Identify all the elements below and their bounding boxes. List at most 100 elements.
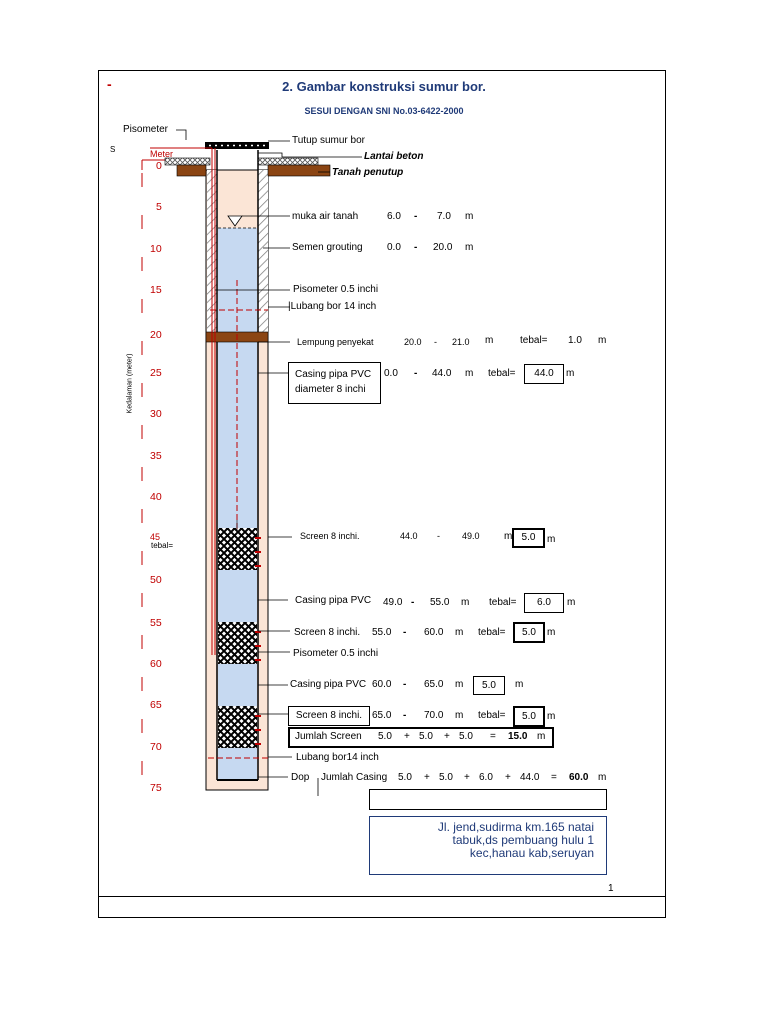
- tebal-side-label: tebal=: [151, 541, 174, 550]
- label-muka-air: muka air tanah: [292, 211, 359, 222]
- label-screen1: Screen 8 inchi.: [300, 531, 360, 541]
- unit: m: [567, 597, 576, 608]
- unit: m: [461, 597, 470, 608]
- value: 20.0: [404, 337, 422, 347]
- casing1-tebal-box: 44.0: [524, 364, 564, 384]
- tebal-label: tebal=: [489, 597, 517, 608]
- separator: -: [403, 710, 407, 721]
- value: 65.0: [372, 710, 392, 721]
- value: 5.0: [439, 772, 453, 783]
- depth-tick: 40: [150, 491, 162, 503]
- operator: +: [444, 731, 450, 742]
- operator: =: [551, 772, 557, 783]
- floor-left: [164, 157, 211, 166]
- value: 65.0: [424, 679, 444, 690]
- unit: m: [455, 710, 464, 721]
- label-pisometer-2: Pisometer 0.5 inchi: [293, 648, 379, 659]
- unit: m: [465, 242, 474, 253]
- label-casing1-line1: Casing pipa PVC: [295, 369, 372, 380]
- depth-tick: 75: [150, 782, 162, 794]
- label-tanah: Tanah penutup: [332, 167, 404, 178]
- depth-tick: 45: [150, 532, 161, 542]
- label-casing2: Casing pipa PVC: [295, 595, 372, 606]
- unit: m: [455, 627, 464, 638]
- pisometer-top-label: Pisometer: [123, 124, 169, 135]
- screen-2: [218, 622, 257, 664]
- depth-tick: 25: [150, 367, 162, 379]
- footer-divider: [98, 896, 666, 897]
- value: 21.0: [452, 337, 470, 347]
- screen2-tebal-box: 5.0: [513, 622, 545, 643]
- depth-axis: [141, 159, 172, 792]
- depth-tick: 35: [150, 450, 162, 462]
- address-box: Jl. jend,sudirma km.165 natai tabuk,ds p…: [369, 816, 607, 875]
- depth-tick: 20: [150, 329, 162, 341]
- label-dop: Dop: [291, 772, 310, 783]
- operator: +: [404, 731, 410, 742]
- unit: m: [465, 368, 474, 379]
- casing3-tebal-box: 5.0: [473, 676, 505, 695]
- screen1-tebal-box: 5.0: [512, 528, 545, 548]
- address-line-2: tabuk,ds pembuang hulu 1: [452, 833, 594, 847]
- value: 7.0: [437, 211, 451, 222]
- value: 5.0: [398, 772, 412, 783]
- operator: =: [490, 731, 496, 742]
- label-jumlah-casing: Jumlah Casing: [321, 772, 388, 783]
- label-casing1-line2: diameter 8 inchi: [295, 384, 366, 395]
- empty-box: [369, 789, 607, 810]
- value: 70.0: [424, 710, 444, 721]
- separator: -: [437, 531, 440, 541]
- label-semen: Semen grouting: [292, 242, 363, 253]
- unit: m: [598, 335, 607, 346]
- tebal-label: tebal=: [488, 368, 516, 379]
- label-lantai: Lantai beton: [364, 151, 424, 162]
- value: 60.0: [424, 627, 444, 638]
- depth-tick: 15: [150, 284, 162, 296]
- value: 60.0: [372, 679, 392, 690]
- depth-tick: 55: [150, 617, 162, 629]
- operator: +: [424, 772, 430, 783]
- screen3-tebal-box: 5.0: [513, 706, 545, 727]
- separator: -: [414, 211, 418, 222]
- label-casing3: Casing pipa PVC: [290, 679, 367, 690]
- page-frame: [98, 70, 666, 918]
- unit: m: [465, 211, 474, 222]
- value: 44.0: [400, 531, 418, 541]
- jumlah-screen-box: [288, 727, 554, 748]
- label-lubang-bor-top: |Lubang bor 14 inch: [288, 301, 377, 312]
- depth-tick: 30: [150, 408, 162, 420]
- value: 55.0: [430, 597, 450, 608]
- floor-right: [257, 157, 319, 166]
- unit: m: [485, 335, 494, 346]
- value: 5.0: [419, 731, 433, 742]
- unit: m: [566, 368, 575, 379]
- value: 5.0: [378, 731, 392, 742]
- address-line-1: Jl. jend,sudirma km.165 natai: [437, 820, 594, 834]
- unit: m: [598, 772, 607, 783]
- well-cap: [205, 142, 269, 149]
- separator: -: [403, 679, 407, 690]
- casing2-tebal-box: 6.0: [524, 593, 564, 613]
- depth-tick: 65: [150, 699, 162, 711]
- separator: -: [434, 337, 437, 347]
- separator: -: [414, 242, 418, 253]
- unit: m: [504, 531, 513, 542]
- value: 20.0: [433, 242, 453, 253]
- label-tutup: Tutup sumur bor: [292, 135, 365, 146]
- separator: -: [411, 597, 415, 608]
- total-value: 60.0: [569, 772, 589, 783]
- address-line-3: kec,hanau kab,seruyan: [469, 846, 594, 860]
- depth-tick: 0: [156, 160, 162, 172]
- depth-tick: 60: [150, 658, 162, 670]
- operator: +: [464, 772, 470, 783]
- soil-right: [267, 164, 331, 177]
- label-screen2: Screen 8 inchi.: [294, 627, 361, 638]
- unit: m: [547, 627, 556, 638]
- value: 6.0: [479, 772, 493, 783]
- screen3-label-box: Screen 8 inchi.: [288, 706, 370, 726]
- value: 44.0: [520, 772, 540, 783]
- header-dash: -: [107, 76, 112, 92]
- operator: +: [505, 772, 511, 783]
- tebal-label: tebal=: [520, 335, 548, 346]
